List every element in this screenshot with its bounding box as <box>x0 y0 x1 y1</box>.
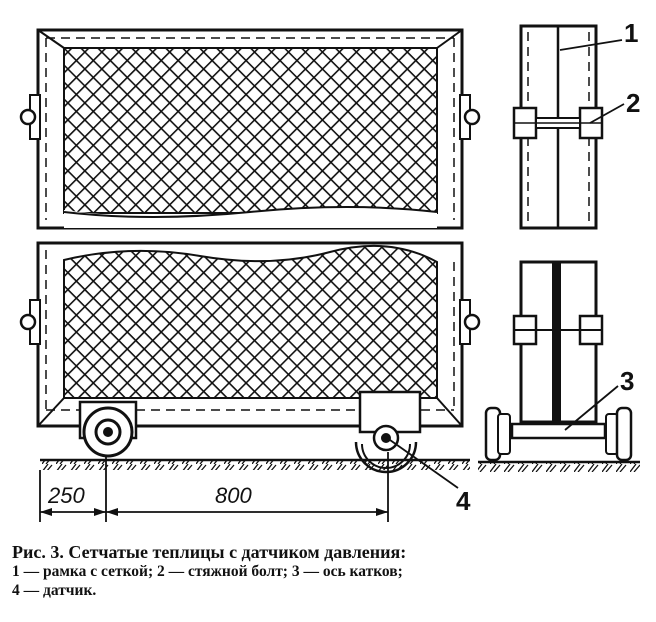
technical-drawing: 250 800 1 2 <box>19 18 640 522</box>
callout-1-label: 1 <box>624 18 638 48</box>
frame-top-view <box>19 28 481 230</box>
figure-caption: Рис. 3. Сетчатые теплицы с датчиком давл… <box>12 543 648 600</box>
frame-bottom-view <box>19 241 481 474</box>
ground-left <box>40 458 470 470</box>
roller-left <box>78 400 138 458</box>
dimension-span-value: 800 <box>215 483 252 508</box>
lug-right-bottom <box>459 299 481 345</box>
side-view-top <box>512 24 604 230</box>
caption-legend-line-2: 4 — датчик. <box>12 582 97 599</box>
roller-axle <box>484 406 633 462</box>
lug-left-bottom <box>19 299 41 345</box>
sensor-wheel <box>354 390 422 474</box>
caption-legend-line-1: 1 — рамка с сеткой; 2 — стяжной болт; 3 … <box>12 563 403 580</box>
callout-leaders <box>389 39 625 489</box>
lug-left-top <box>19 94 41 140</box>
dimension-lines <box>39 452 389 522</box>
callout-3-label: 3 <box>620 366 634 396</box>
lug-right-top <box>459 94 481 140</box>
dimension-left-value: 250 <box>47 483 85 508</box>
caption-title: Рис. 3. Сетчатые теплицы с датчиком давл… <box>12 542 407 562</box>
callout-2-label: 2 <box>626 88 640 118</box>
side-view-bottom <box>478 260 640 472</box>
callout-4-label: 4 <box>456 486 471 516</box>
